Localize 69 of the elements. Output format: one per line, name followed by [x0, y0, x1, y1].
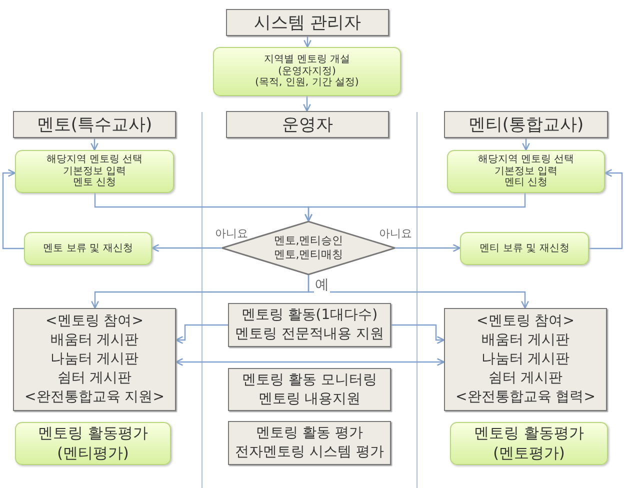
process-box — [447, 150, 605, 193]
node-text: 멘토링 활동평가 — [474, 424, 584, 444]
node-text: (멘토평가) — [493, 444, 565, 463]
node-text: 쉼터 게시판 — [488, 368, 563, 388]
node-text: (운영자지정) — [278, 66, 336, 77]
node-text: 기본정보 입력 — [62, 166, 126, 178]
role-header-box — [226, 111, 389, 138]
arrow — [522, 138, 530, 151]
node-text: 지역별 멘토링 개설 — [264, 54, 350, 66]
node-text: 멘토,멘티승인 — [274, 234, 344, 248]
arrow — [391, 324, 445, 344]
role-header-box — [226, 9, 389, 36]
arrow — [175, 324, 228, 344]
node-text: 기본정보 입력 — [494, 166, 558, 178]
process-box — [460, 232, 589, 265]
arrow — [303, 96, 311, 112]
activity-box — [228, 303, 391, 347]
arrow — [395, 244, 461, 252]
evaluation-box — [450, 422, 608, 465]
activity-box — [228, 368, 391, 411]
arrow — [2, 169, 24, 250]
arrow — [90, 138, 98, 151]
role-header-box — [13, 111, 176, 138]
arrow — [175, 358, 445, 366]
node-text: <완전통합교육 지원> — [24, 388, 164, 407]
node-text: (목적, 인원, 기간 설정) — [255, 77, 359, 89]
node-text: <완전통합교육 협력> — [456, 388, 596, 407]
edge-label: 아니요 — [214, 226, 249, 241]
activity-box — [228, 421, 391, 465]
arrow — [151, 244, 222, 252]
activity-box — [13, 308, 176, 411]
node-text: 멘토링 활동평가 — [38, 424, 148, 444]
node-text: 배움터 게시판 — [50, 331, 139, 350]
evaluation-box — [15, 422, 171, 465]
node-text: 나눔터 게시판 — [50, 350, 139, 369]
node-text: <멘토링 참여> — [476, 312, 574, 332]
activity-box — [444, 308, 607, 411]
node-text: 멘토(특수교사) — [36, 114, 152, 136]
node-text: 쉼터 게시판 — [57, 368, 132, 388]
node-text: 멘토링 활동(1대다수) — [241, 306, 378, 325]
node-text: 멘티 보류 및 재신청 — [480, 242, 570, 254]
arrow — [304, 193, 526, 222]
node-text: 전자멘토링 시스템 평가 — [235, 443, 384, 462]
node-text: <멘토링 참여> — [46, 312, 144, 332]
process-box — [24, 232, 152, 265]
node-text: 시스템 관리자 — [254, 12, 362, 34]
arrow — [589, 169, 623, 250]
node-text: 해당지역 멘토링 선택 — [478, 154, 574, 166]
node-text: 배움터 게시판 — [481, 331, 570, 350]
node-text: 멘티(통합교사) — [468, 114, 584, 136]
edge-label: 아니요 — [378, 226, 413, 241]
process-box — [213, 47, 401, 96]
node-text: 해당지역 멘토링 선택 — [46, 154, 143, 166]
node-text: 멘티 신청 — [504, 177, 548, 189]
edge-label: 예 — [314, 276, 330, 294]
arrow — [304, 36, 312, 48]
process-box — [15, 150, 174, 193]
node-text: (멘티평가) — [57, 444, 129, 463]
node-text: 나눔터 게시판 — [481, 350, 570, 369]
arrow — [308, 275, 529, 309]
node-text: 멘토 보류 및 재신청 — [43, 242, 133, 254]
node-text: 멘토,멘티매칭 — [274, 248, 344, 262]
node-text: 멘토 신청 — [72, 177, 116, 189]
node-text: 운영자 — [282, 114, 333, 136]
role-header-box — [444, 111, 608, 138]
node-text: 멘토링 내용지원 — [258, 390, 361, 408]
node-text: 멘토링 활동 평가 — [256, 424, 363, 443]
node-text: 멘토링 전문적내용 지원 — [235, 325, 384, 344]
node-text: 멘토링 활동 모니터링 — [242, 370, 377, 390]
